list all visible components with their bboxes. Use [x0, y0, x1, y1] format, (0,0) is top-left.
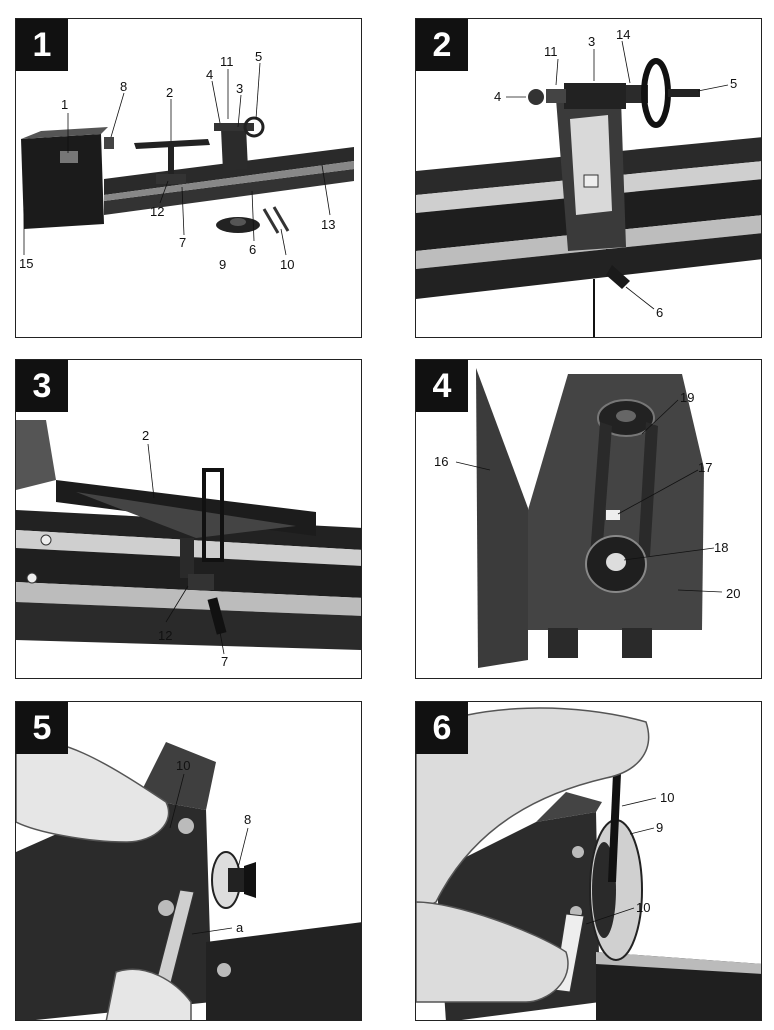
figure-panel-2: 2 11 3 14 4 5 6 — [415, 18, 762, 338]
callout-label: 4 — [206, 67, 213, 82]
lathe-overview-illustration: 1 8 2 4 11 3 5 12 7 6 9 10 13 15 — [19, 49, 354, 272]
callout-label: 7 — [221, 654, 228, 669]
callout-label: 18 — [714, 540, 728, 555]
callout-label: 8 — [244, 812, 251, 827]
callout-label: 10 — [176, 758, 190, 773]
spindle-wrench-illustration: 10 8 a — [16, 739, 361, 1020]
panel-number: 2 — [416, 19, 468, 71]
face-plate-illustration: 10 9 10 — [416, 707, 761, 1020]
callout-label: 20 — [726, 586, 740, 601]
tailstock-illustration: 11 3 14 4 5 6 — [416, 27, 761, 337]
callout-label: 5 — [255, 49, 262, 64]
belt-housing-illustration: 16 19 17 18 20 — [434, 368, 740, 668]
callout-label: 2 — [142, 428, 149, 443]
callout-label: 10 — [660, 790, 674, 805]
panel-number: 4 — [416, 360, 468, 412]
callout-label: 11 — [220, 54, 234, 69]
callout-label: 10 — [280, 257, 294, 272]
figure-panel-5: 5 10 8 a — [15, 701, 362, 1021]
callout-label: 16 — [434, 454, 448, 469]
panel-number: 3 — [16, 360, 68, 412]
callout-label: 14 — [616, 27, 630, 42]
callout-label: 3 — [588, 34, 595, 49]
figure-panel-3: 3 2 12 7 — [15, 359, 362, 679]
callout-label: 12 — [158, 628, 172, 643]
callout-label: 7 — [179, 235, 186, 250]
callout-label: 15 — [19, 256, 33, 271]
callout-label: 10 — [636, 900, 650, 915]
callout-label: 9 — [219, 257, 226, 272]
callout-label: 6 — [656, 305, 663, 320]
figure-panel-1: 1 1 8 2 4 11 3 — [15, 18, 362, 338]
callout-label: 2 — [166, 85, 173, 100]
callout-label: 3 — [236, 81, 243, 96]
callout-label: a — [236, 920, 244, 935]
panel-number: 6 — [416, 702, 468, 754]
callout-label: 6 — [249, 242, 256, 257]
figure-panel-4: 4 16 19 17 18 20 — [415, 359, 762, 679]
panel-number: 1 — [16, 19, 68, 71]
callout-label: 11 — [544, 44, 558, 59]
callout-label: 9 — [656, 820, 663, 835]
callout-label: 8 — [120, 79, 127, 94]
callout-label: 17 — [698, 460, 712, 475]
tool-rest-illustration: 2 12 7 — [16, 420, 361, 669]
callout-label: 19 — [680, 390, 694, 405]
figure-panel-6: 6 10 9 10 — [415, 701, 762, 1021]
callout-label: 13 — [321, 217, 335, 232]
panel-number: 5 — [16, 702, 68, 754]
callout-label: 4 — [494, 89, 501, 104]
callout-label: 12 — [150, 204, 164, 219]
callout-label: 5 — [730, 76, 737, 91]
callout-label: 1 — [61, 97, 68, 112]
